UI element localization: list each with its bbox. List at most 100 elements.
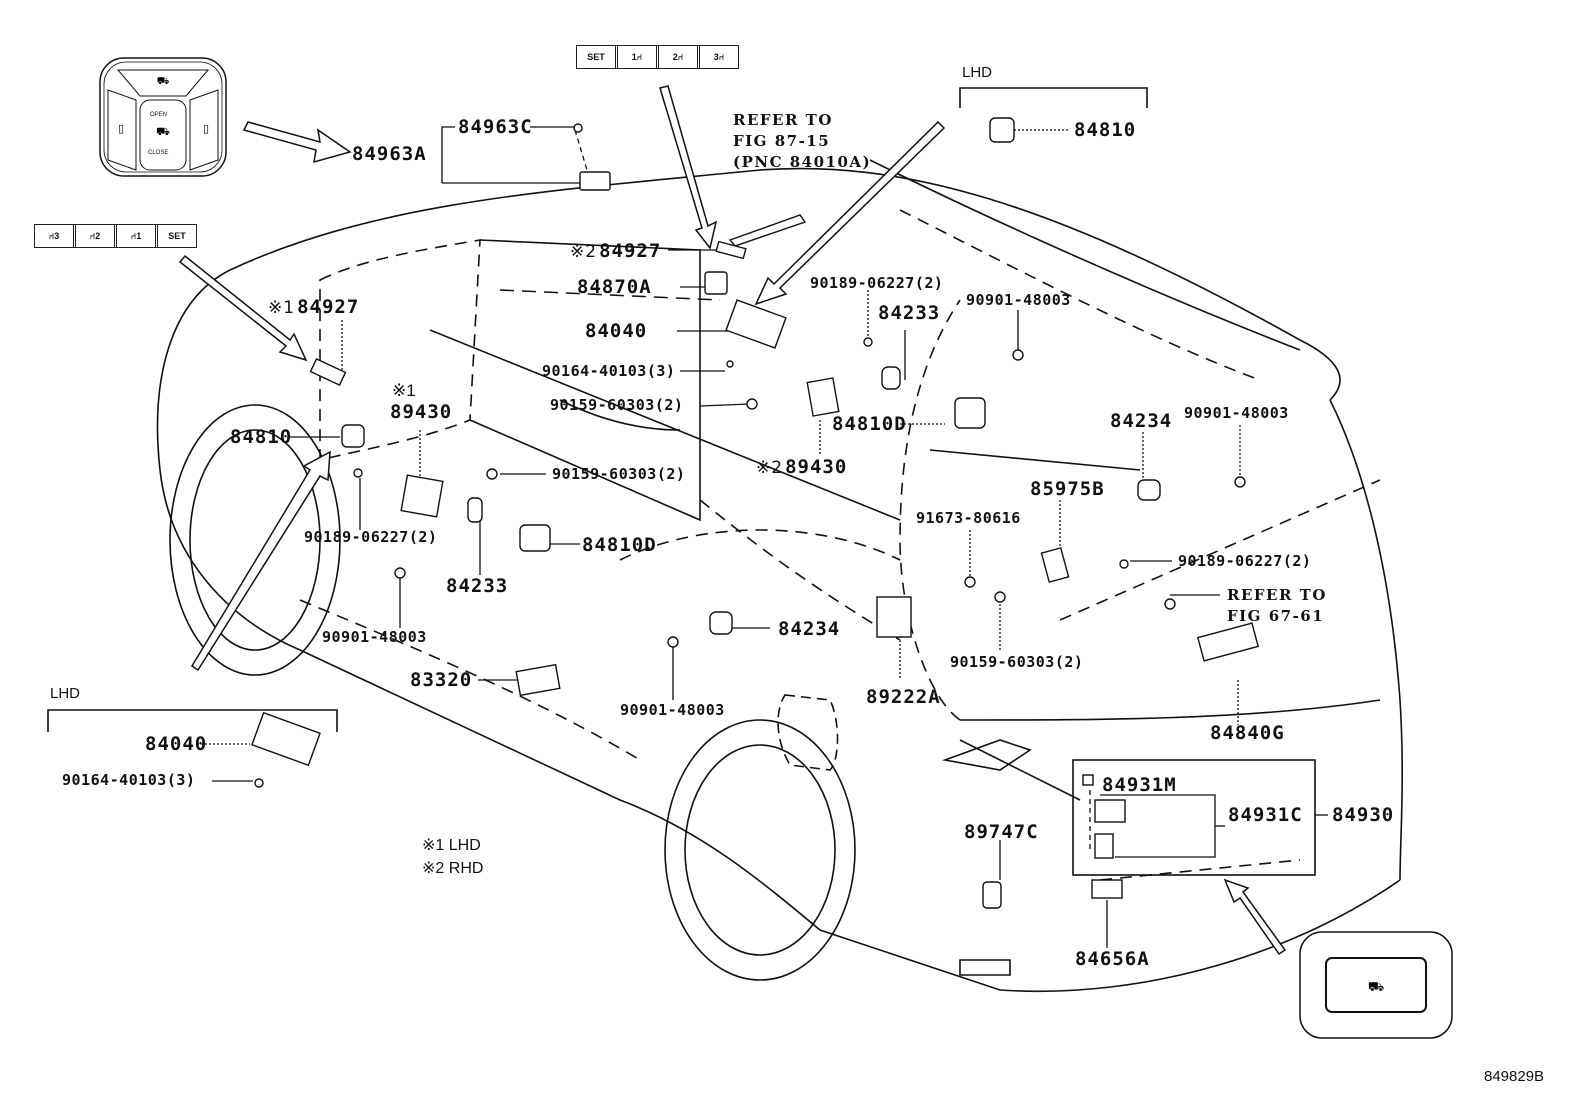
lhd-label-bottom: LHD (50, 685, 81, 702)
part-label-84870A[interactable]: 84870A (577, 276, 652, 298)
part-label-90159-60303-c[interactable]: 90159-60303(2) (950, 653, 1084, 671)
part-89747C (982, 881, 1002, 909)
part-label-84810-lhd[interactable]: 84810 (1074, 119, 1137, 141)
clip (863, 337, 873, 347)
seat-memory-buttons-top: SET 1⑁ 2⑁ 3⑁ (576, 45, 739, 69)
part-84963C-switch (579, 171, 611, 191)
footnote-mark-2: ※2 (756, 458, 784, 478)
callout-arrow-84040 (754, 120, 946, 306)
part-label-89430-lhd[interactable]: 89430 (390, 401, 453, 423)
part-label-90901-48003-c[interactable]: 90901-48003 (1184, 404, 1289, 422)
part-label-84234-a[interactable]: 84234 (1110, 410, 1173, 432)
callout-arrow-remote (242, 121, 352, 164)
seat-memory-button: 3⑁ (713, 52, 725, 62)
seat-memory-button: ⑁3 (35, 225, 76, 247)
part-84810D-b (954, 397, 986, 429)
part-label-84810D-a[interactable]: 84810D (582, 534, 657, 556)
vehicle-side-outline (156, 269, 1401, 993)
seat-icon: ⑁ (48, 231, 55, 241)
part-label-84931M[interactable]: 84931M (1102, 774, 1177, 796)
part-84233-a (467, 497, 483, 523)
part-label-90189-06227-b[interactable]: 90189-06227(2) (810, 274, 944, 292)
clip (353, 468, 363, 478)
part-label-84963C[interactable]: 84963C (458, 116, 533, 138)
footnote-mark-2: ※2 (570, 242, 598, 262)
part-label-90164-40103[interactable]: 90164-40103(3) (542, 362, 676, 380)
refer-note-fig-67-61: REFER TO FIG 67-61 (1227, 586, 1327, 625)
screw (1234, 476, 1246, 488)
part-label-84931C[interactable]: 84931C (1228, 804, 1303, 826)
part-label-84810[interactable]: 84810 (230, 426, 293, 448)
seat-icon: ⑁ (636, 52, 643, 62)
part-label-84040-lhd[interactable]: 84040 (145, 733, 208, 755)
part-label-84040[interactable]: 84040 (585, 320, 648, 342)
rear-liftgate-switch-illustration (1299, 931, 1453, 1039)
part-label-83320[interactable]: 83320 (410, 669, 473, 691)
footnote-lhd: ※1 LHD (422, 837, 481, 854)
part-84931M-clip (1082, 774, 1094, 786)
part-84010A-bar (728, 214, 807, 247)
screw (964, 576, 976, 588)
footnote-mark-1: ※1 (268, 298, 296, 318)
part-label-90159-60303-b[interactable]: 90159-60303(2) (552, 465, 686, 483)
seat-memory-button: 2⑁ (659, 46, 700, 68)
seat-icon: ⑁ (677, 52, 684, 62)
part-label-85975B[interactable]: 85975B (1030, 478, 1105, 500)
part-label-90189-06227-a[interactable]: 90189-06227(2) (304, 528, 438, 546)
part-label-90164-40103-lhd[interactable]: 90164-40103(3) (62, 771, 196, 789)
part-label-84840G[interactable]: 84840G (1210, 722, 1285, 744)
part-label-84810D-b[interactable]: 84810D (832, 413, 907, 435)
seat-memory-button: ⑁2 (76, 225, 117, 247)
part-84931C-lower (1094, 833, 1114, 859)
rear-liftgate-icon: ⛟ (1368, 980, 1384, 995)
part-label-84233-b[interactable]: 84233 (878, 302, 941, 324)
seat-memory-set-button: SET (168, 231, 186, 241)
left-door-icon: ▯ (118, 122, 124, 135)
rear-hatch-outline (899, 209, 1261, 381)
part-label-90901-48003-d[interactable]: 90901-48003 (620, 701, 725, 719)
part-84840G (1196, 622, 1260, 662)
screw (1012, 349, 1024, 361)
seat-memory-set-button: SET (577, 46, 618, 68)
callout-arrow-top-buttons (659, 85, 718, 250)
rear-wheel (684, 744, 836, 956)
part-label-90901-48003-b[interactable]: 90901-48003 (966, 291, 1071, 309)
clip (1119, 559, 1129, 569)
part-84040 (725, 299, 787, 349)
part-85975B (1040, 547, 1070, 583)
remote-switch-illustration (99, 57, 227, 177)
seat-memory-button: ⑁1 (117, 225, 158, 247)
figure-id: 849829B (1484, 1068, 1545, 1085)
part-89430-lhd (400, 474, 444, 518)
part-84810D-a (519, 524, 551, 552)
seat-memory-buttons-left: ⑁3 ⑁2 ⑁1 SET (34, 224, 197, 248)
part-label-90159-60303-a[interactable]: 90159-60303(2) (550, 396, 684, 414)
part-84931C-upper (1094, 799, 1126, 823)
footnote-rhd: ※2 RHD (422, 860, 484, 877)
remote-close-label: CLOSE (148, 150, 169, 156)
part-label-84963A[interactable]: 84963A (352, 143, 427, 165)
part-label-84930[interactable]: 84930 (1332, 804, 1395, 826)
part-84234-b (709, 611, 733, 635)
part-label-91673-80616[interactable]: 91673-80616 (916, 509, 1021, 527)
lhd-label-top: LHD (962, 64, 993, 81)
part-label-90189-06227-c[interactable]: 90189-06227(2) (1178, 552, 1312, 570)
part-label-90901-48003-a[interactable]: 90901-48003 (322, 628, 427, 646)
inset-box-84930 (1072, 759, 1316, 876)
callout-arrow-rear-switch (1223, 878, 1287, 956)
part-label-84233-a[interactable]: 84233 (446, 575, 509, 597)
lhd-bracket-top (959, 87, 1148, 108)
screw (994, 591, 1006, 603)
lhd-bracket-bottom (47, 709, 338, 732)
part-label-84234-b[interactable]: 84234 (778, 618, 841, 640)
part-label-89747C[interactable]: 89747C (964, 821, 1039, 843)
part-89430-rhd (806, 377, 840, 417)
part-label-89222A[interactable]: 89222A (866, 686, 941, 708)
remote-open-label: OPEN (150, 112, 168, 118)
front-wheel (189, 429, 321, 651)
part-label-84656A[interactable]: 84656A (1075, 948, 1150, 970)
